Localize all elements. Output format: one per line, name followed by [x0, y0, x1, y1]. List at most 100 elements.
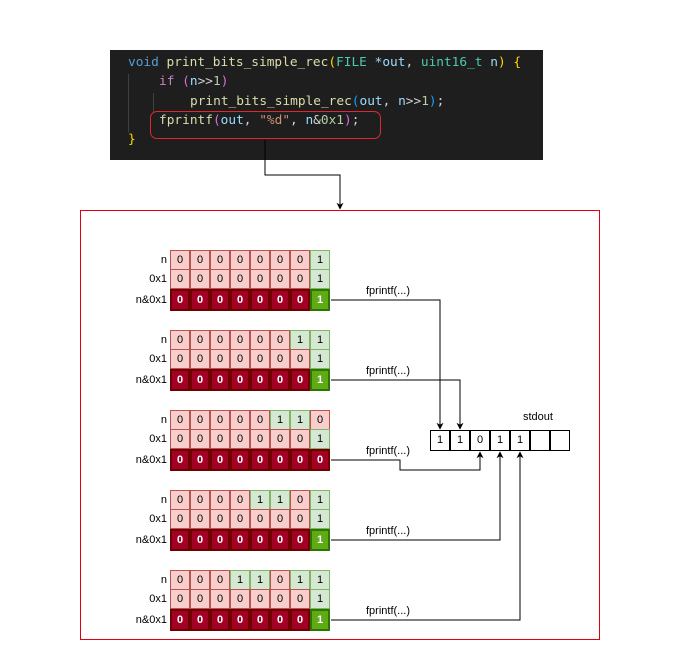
mask-bit-cell: 0: [270, 589, 290, 609]
mask-bit-cell: 0: [290, 509, 310, 529]
code-token: out: [359, 93, 383, 109]
mask-bit-cell: 0: [270, 269, 290, 289]
result-bit-cell: 0: [230, 529, 250, 551]
mask-bit-cell: 0: [190, 349, 210, 369]
code-token: ,: [243, 112, 260, 128]
n-bit-cell: 0: [230, 330, 250, 350]
mask-bit-cell: 0: [250, 589, 270, 609]
n-bit-cell: 0: [310, 410, 330, 430]
row-label-result: n&0x1: [135, 454, 167, 466]
row-label-n: n: [160, 574, 167, 586]
row-label-result: n&0x1: [135, 534, 167, 546]
mask-bit-cell: 0: [170, 269, 190, 289]
code-token: [159, 55, 167, 70]
stdout-cell: 1: [510, 430, 530, 451]
stdout-cell: 1: [490, 430, 510, 451]
result-bit-cell: 0: [270, 289, 290, 311]
n-bit-cell: 0: [210, 570, 230, 590]
mask-bit-cell: 0: [210, 429, 230, 449]
code-line: }: [128, 130, 136, 149]
fprintf-call-label: fprintf(...): [366, 285, 411, 297]
code-token: n: [305, 112, 314, 128]
code-token: "%d": [259, 112, 291, 128]
stdout-cell: [550, 430, 570, 451]
result-bit-cell: 0: [270, 449, 290, 471]
result-bit-cell: 0: [290, 369, 310, 391]
code-token: n: [398, 93, 406, 109]
n-bit-cell: 0: [210, 490, 230, 510]
n-bit-cell: 1: [310, 250, 330, 270]
n-bit-cell: 0: [270, 570, 290, 590]
code-token: (: [328, 55, 337, 70]
n-bit-cell: 0: [190, 570, 210, 590]
code-token: (: [351, 93, 360, 109]
code-token: (: [182, 74, 190, 90]
mask-bit-cell: 0: [170, 509, 190, 529]
indent-guide: [128, 74, 129, 132]
n-bit-cell: 0: [190, 250, 210, 270]
result-bit-cell: 0: [190, 609, 210, 631]
mask-bit-cell: 0: [290, 349, 310, 369]
mask-bit-cell: 0: [230, 429, 250, 449]
code-token: ;: [351, 112, 360, 128]
result-bit-cell: 1: [310, 289, 330, 311]
result-bit-cell: 0: [250, 369, 270, 391]
fprintf-call-label: fprintf(...): [366, 445, 411, 457]
code-line: void print_bits_simple_rec(FILE *out, ui…: [128, 53, 521, 72]
n-bit-cell: 0: [190, 410, 210, 430]
result-bit-cell: 0: [170, 289, 190, 311]
result-bit-cell: 0: [290, 449, 310, 471]
fprintf-call-label: fprintf(...): [366, 525, 411, 537]
n-bit-cell: 1: [290, 330, 310, 350]
fprintf-call-label: fprintf(...): [366, 605, 411, 617]
code-token: {: [513, 55, 522, 70]
mask-bit-cell: 0: [230, 349, 250, 369]
result-bit-cell: 0: [230, 289, 250, 311]
mask-bit-cell: 0: [250, 429, 270, 449]
code-token: print_bits_simple_rec: [190, 93, 352, 109]
mask-bit-cell: 0: [250, 509, 270, 529]
code-line: print_bits_simple_rec(out, n>>1);: [190, 92, 444, 111]
code-token: n: [189, 74, 198, 90]
stdout-cell: 1: [430, 430, 450, 451]
code-token: ): [497, 55, 506, 70]
result-bit-cell: 0: [170, 529, 190, 551]
n-bit-cell: 0: [290, 250, 310, 270]
code-token: FILE: [336, 55, 367, 70]
mask-bit-cell: 0: [270, 509, 290, 529]
mask-bit-cell: 1: [310, 589, 330, 609]
mask-bit-cell: 0: [290, 589, 310, 609]
result-bit-cell: 0: [170, 449, 190, 471]
n-bit-cell: 1: [250, 490, 270, 510]
code-token: >>: [197, 74, 213, 90]
code-block: void print_bits_simple_rec(FILE *out, ui…: [110, 50, 543, 160]
result-bit-cell: 0: [270, 609, 290, 631]
n-bit-cell: 1: [310, 570, 330, 590]
mask-bit-cell: 1: [310, 269, 330, 289]
stdout-cell: 0: [470, 430, 490, 451]
code-token: ,: [405, 55, 421, 70]
result-bit-cell: 0: [250, 289, 270, 311]
result-bit-cell: 0: [310, 449, 330, 471]
mask-bit-cell: 0: [250, 269, 270, 289]
result-bit-cell: 1: [310, 529, 330, 551]
result-bit-cell: 0: [250, 529, 270, 551]
result-bit-cell: 0: [250, 609, 270, 631]
row-label-result: n&0x1: [135, 374, 167, 386]
row-label-n: n: [160, 494, 167, 506]
row-label-n: n: [160, 254, 167, 266]
n-bit-cell: 0: [170, 410, 190, 430]
n-bit-cell: 0: [270, 250, 290, 270]
code-token: >>: [405, 93, 422, 109]
code-token: uint16_t: [420, 55, 483, 70]
result-bit-cell: 0: [210, 609, 230, 631]
n-bit-cell: 0: [230, 250, 250, 270]
mask-bit-cell: 0: [190, 589, 210, 609]
code-token: out: [220, 112, 244, 128]
mask-bit-cell: 0: [190, 429, 210, 449]
row-label-mask: 0x1: [149, 353, 167, 365]
result-bit-cell: 0: [210, 449, 230, 471]
mask-bit-cell: 0: [250, 349, 270, 369]
result-bit-cell: 0: [210, 529, 230, 551]
n-bit-cell: 1: [230, 570, 250, 590]
